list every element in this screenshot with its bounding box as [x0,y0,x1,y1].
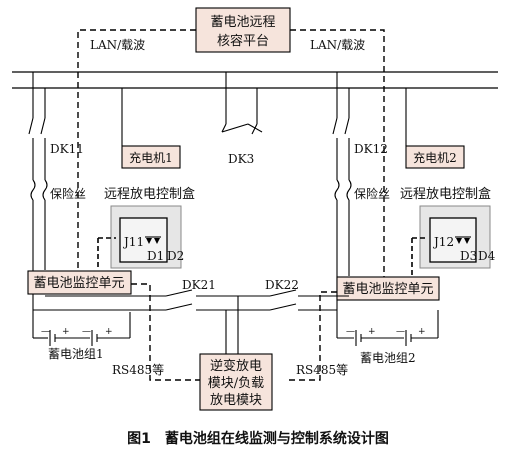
fuse-left-label: 保险丝 [50,186,86,201]
svg-text:+: + [62,327,70,337]
battery-group-1-label: 蓄电池组1 [48,347,104,361]
relay-j12-label: J12 [432,235,454,249]
switch-dk3-label: DK3 [228,152,254,166]
switch-dk3 [221,72,263,135]
remote-box-left-label: 远程放电控制盒 [104,186,195,202]
switch-dk21 [165,289,193,311]
inverter-label-line3: 放电模块 [210,393,262,408]
charger-1-label: 充电机1 [129,150,173,165]
charger-2-label: 充电机2 [413,150,457,165]
switch-dk22-label: DK22 [265,278,299,292]
relay-right-control-dash [411,237,428,276]
diode-right [455,236,471,244]
battery-group-2-label: 蓄电池组2 [360,351,416,365]
inverter-module-box [199,353,273,411]
monitor-unit-right [336,276,440,301]
inverter-label-line2: 模块/负载 [208,376,264,391]
switch-dk21-label: DK21 [182,278,216,292]
remote-box-right-label: 远程放电控制盒 [400,186,491,202]
svg-text:—: — [346,327,355,337]
fuse-right-label: 保险丝 [354,186,390,201]
diode-left [145,236,161,244]
monitor-unit-left-label: 蓄电池监控单元 [33,276,124,291]
relay-left-control-dash [97,237,116,270]
charger-1-box [121,145,181,169]
relay-j11-label: J11 [122,235,144,249]
platform-box [195,7,291,53]
diode-d4-label: D4 [478,249,496,263]
switch-dk12 [332,117,350,180]
rs485-link-left [131,283,200,381]
rs485-left-label: RS485等 [112,363,164,377]
remote-box-left-inner [119,217,168,263]
svg-text:+: + [368,327,376,337]
discharge-bus [33,295,349,311]
rs485-link-right [288,291,337,381]
switch-dk11-label: DK11 [50,142,84,156]
diode-d3-label: D3 [460,249,477,263]
diode-d2-label: D2 [167,249,184,263]
switch-dk22 [269,289,297,311]
svg-text:—: — [41,327,50,337]
svg-text:+: + [105,327,113,337]
monitor-unit-left [27,270,132,295]
svg-text:+: + [418,327,426,337]
lan-label-left: LAN/载波 [90,38,145,52]
monitor-unit-right-label: 蓄电池监控单元 [342,282,433,297]
figure-caption: 图1 蓄电池组在线监测与控制系统设计图 [127,430,389,447]
battery-group-2: — + — + [336,308,439,346]
switch-dk11 [28,117,46,180]
lan-label-right: LAN/载波 [310,38,365,52]
battery-group-1: — + — + [32,310,131,346]
rs485-right-label: RS485等 [296,363,348,377]
platform-label-line1: 蓄电池远程 [210,15,275,30]
lan-link-left [77,29,196,290]
platform-label-line2: 核容平台 [217,33,269,49]
inverter-label-line1: 逆变放电 [210,358,262,374]
charger-2-box [405,145,465,169]
lan-link-right [290,29,385,288]
diode-d1-label: D1 [147,249,164,263]
svg-text:—: — [82,327,91,337]
svg-text:—: — [396,327,405,337]
switch-dk12-label: DK12 [354,142,388,156]
